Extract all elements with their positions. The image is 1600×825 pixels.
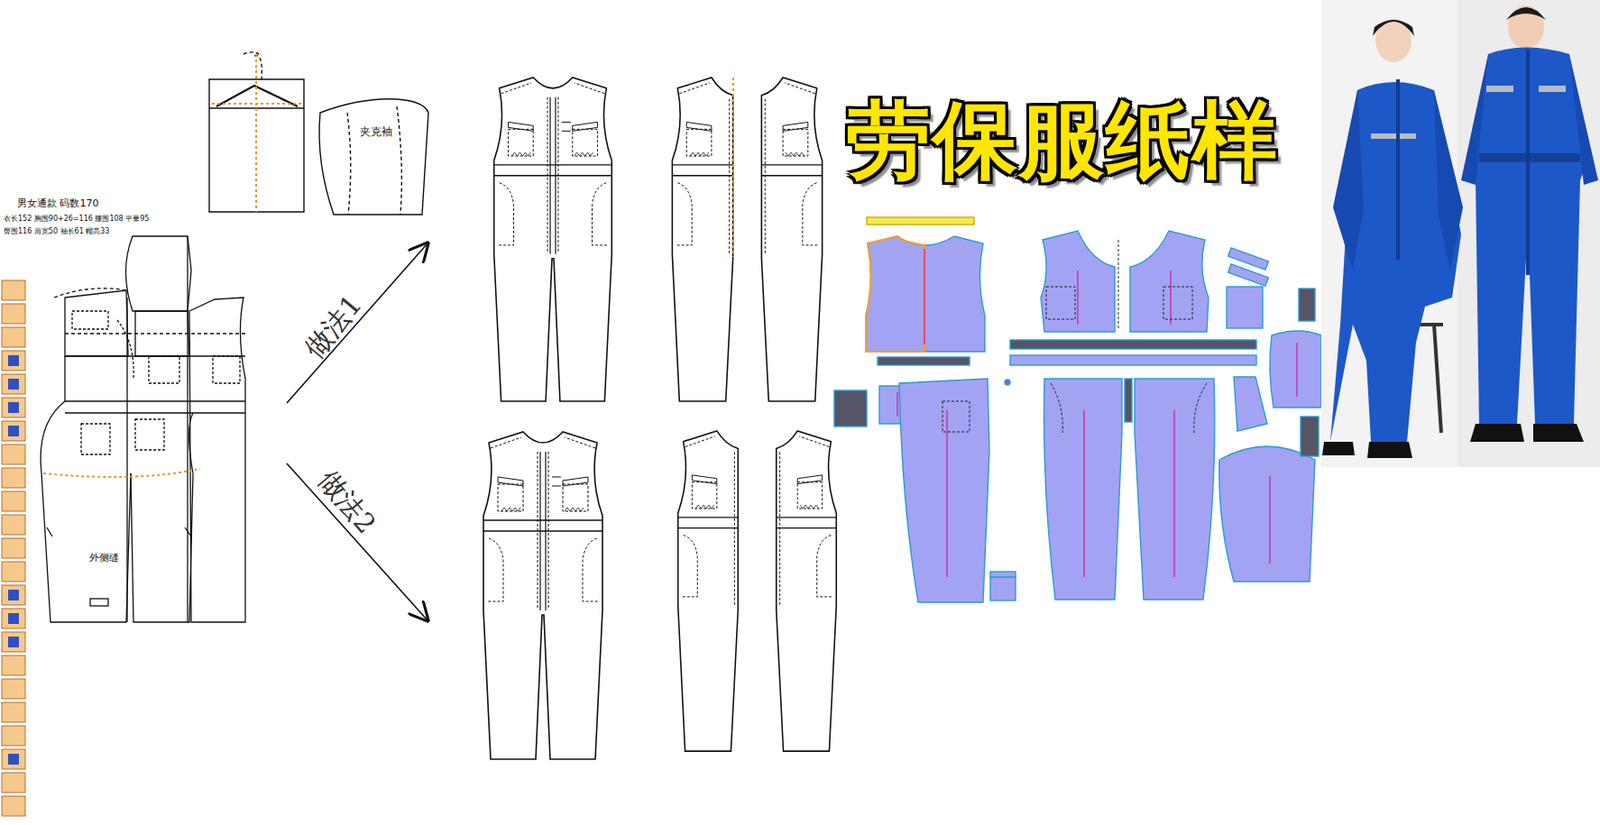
arrow [286,243,428,621]
jumpsuit-drawing [483,77,837,760]
note-text: 男女通款 码数170 [16,198,101,211]
toolbar [1,280,26,817]
measurement-text: 臀围116 肩宽50 袖长61 帽高33 [2,227,111,236]
hood-sleeve-pieces [209,52,429,215]
measurement-text: 衣长152 胸围90+26=116 腰围108 平量95 [2,214,150,223]
part-name: 外侧缝 [88,552,120,565]
pattern-draft [40,236,246,623]
method-label: 做法1 [298,289,368,365]
pattern-pieces [834,217,1322,603]
part-name: 夹克袖 [358,126,394,139]
grain-lines [897,248,1297,578]
title: 劳保服纸样 [845,91,1279,190]
dashed-seams [942,239,1207,433]
photo [1321,0,1600,468]
